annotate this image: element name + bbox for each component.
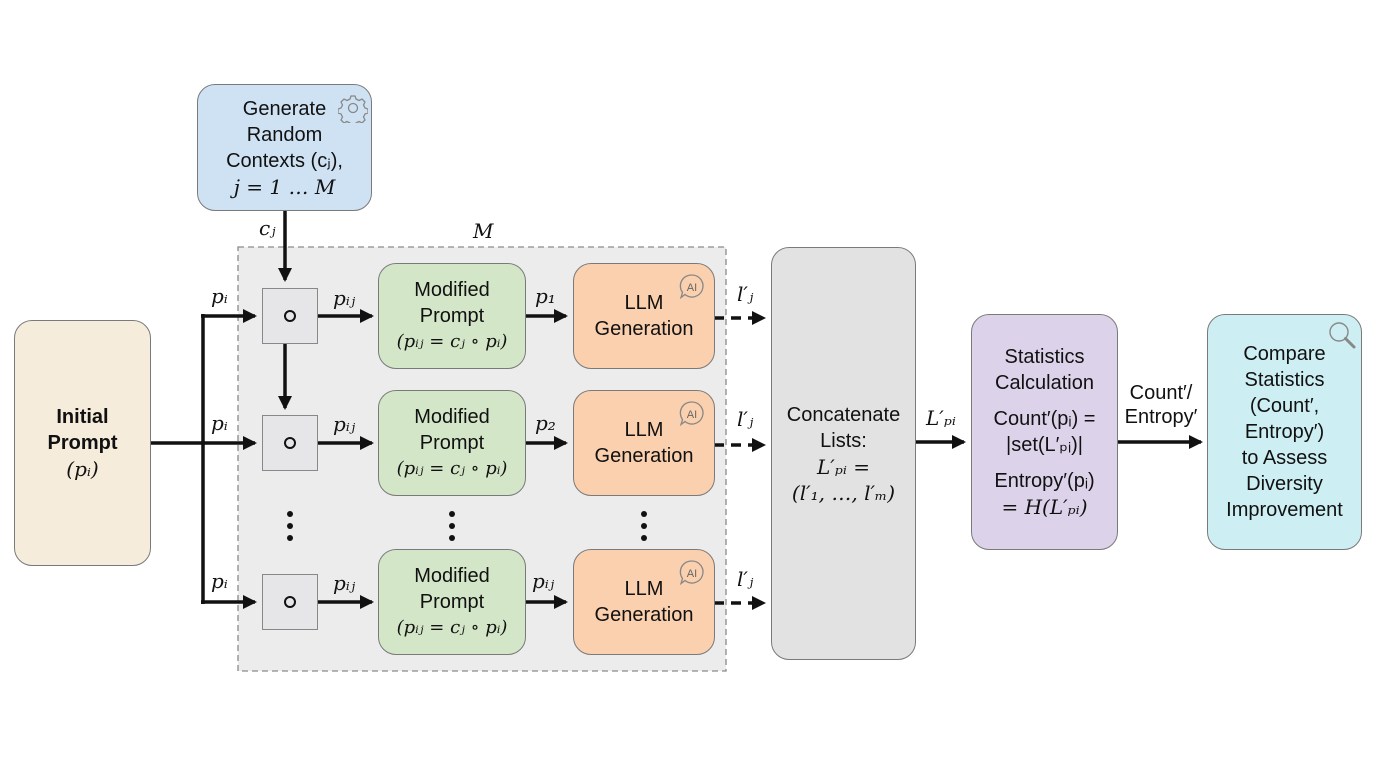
compare-line7: Improvement bbox=[1226, 499, 1343, 521]
llm3-line1: LLM bbox=[624, 578, 664, 600]
llm3-line2: Generation bbox=[594, 604, 694, 626]
compare-line3: (Count′, bbox=[1249, 395, 1320, 417]
ellipsis-llm bbox=[641, 511, 647, 547]
row2-llm-input-label: p₂ bbox=[535, 411, 556, 435]
context-label: cⱼ bbox=[259, 216, 276, 240]
generate-contexts-box: Generate Random Contexts (cⱼ), j = 1 … M bbox=[197, 84, 372, 211]
llm-generation-box-1: LLM Generation AI bbox=[573, 263, 715, 369]
row1-output-label: l′ⱼ bbox=[737, 282, 754, 306]
row3-llm-input-label: pᵢⱼ bbox=[532, 569, 555, 593]
generate-line1: Generate bbox=[242, 97, 327, 120]
modified3-line3: (pᵢⱼ = cⱼ ∘ pᵢ) bbox=[396, 617, 508, 638]
ai-icon-text: AI bbox=[687, 568, 697, 580]
compose-circle-icon bbox=[284, 310, 296, 322]
modified2-line2: Prompt bbox=[419, 432, 485, 454]
row3-output-label: l′ⱼ bbox=[737, 567, 754, 591]
stats-line6: = H(L′ₚᵢ) bbox=[1001, 495, 1088, 519]
compare-line5: to Assess bbox=[1241, 447, 1328, 469]
stats-line5: Entropy′(pᵢ) bbox=[994, 470, 1095, 492]
magnifier-icon bbox=[1329, 322, 1356, 349]
concat-output-label: L′ₚᵢ bbox=[926, 406, 956, 430]
statistics-calculation-box: Statistics Calculation Count′(pᵢ) = |set… bbox=[971, 314, 1118, 550]
stats-line3: Count′(pᵢ) = bbox=[993, 408, 1096, 430]
compose-operator-1 bbox=[262, 288, 318, 344]
compare-line2: Statistics bbox=[1244, 369, 1325, 391]
compare-line6: Diversity bbox=[1246, 473, 1323, 495]
compose-operator-3 bbox=[262, 574, 318, 630]
concat-line4: (l′₁, …, l′ₘ) bbox=[791, 480, 896, 505]
generate-line4: j = 1 … M bbox=[233, 174, 336, 199]
modified3-line2: Prompt bbox=[419, 591, 485, 613]
initial-line2: Prompt bbox=[47, 432, 118, 454]
modified3-line1: Modified bbox=[414, 565, 490, 587]
stats-output-label: Count′/ Entropy′ bbox=[1120, 381, 1202, 429]
row1-op-output-label: pᵢⱼ bbox=[333, 286, 356, 310]
compare-statistics-box: Compare Statistics (Count′, Entropy′) to… bbox=[1207, 314, 1362, 550]
gear-icon bbox=[338, 95, 368, 123]
row2-output-label: l′ⱼ bbox=[737, 407, 754, 431]
ai-icon-text: AI bbox=[687, 409, 697, 421]
compare-line1: Compare bbox=[1243, 343, 1326, 365]
concat-line1: Concatenate bbox=[786, 403, 901, 426]
row2-input-label: pᵢ bbox=[211, 411, 228, 435]
concatenate-lists-box: Concatenate Lists: L′ₚᵢ = (l′₁, …, l′ₘ) bbox=[771, 247, 916, 660]
row3-input-label: pᵢ bbox=[211, 569, 228, 593]
row1-llm-input-label: p₁ bbox=[535, 284, 556, 308]
concat-line3: L′ₚᵢ = bbox=[817, 454, 870, 479]
row3-op-output-label: pᵢⱼ bbox=[333, 571, 356, 595]
compose-operator-2 bbox=[262, 415, 318, 471]
modified1-line2: Prompt bbox=[419, 305, 485, 327]
row2-op-output-label: pᵢⱼ bbox=[333, 412, 356, 436]
llm-generation-box-3: LLM Generation AI bbox=[573, 549, 715, 655]
modified-prompt-box-1: Modified Prompt (pᵢⱼ = cⱼ ∘ pᵢ) bbox=[378, 263, 526, 369]
compare-line4: Entropy′) bbox=[1244, 421, 1325, 443]
llm1-line1: LLM bbox=[624, 292, 664, 314]
compose-circle-icon bbox=[284, 596, 296, 608]
ai-chat-icon: AI bbox=[679, 274, 704, 300]
stats-line4: |set(L′ₚᵢ)| bbox=[1006, 434, 1083, 456]
llm1-line2: Generation bbox=[594, 318, 694, 340]
ai-chat-icon: AI bbox=[679, 560, 704, 586]
ai-chat-icon: AI bbox=[679, 401, 704, 427]
generate-line3: Contexts (cⱼ), bbox=[226, 149, 343, 172]
loop-count-label: M bbox=[473, 219, 494, 243]
initial-line3: (pᵢ) bbox=[66, 457, 99, 481]
initial-line1: Initial bbox=[56, 406, 109, 428]
stats-output-line2: Entropy′ bbox=[1124, 406, 1198, 428]
generate-line2: Random bbox=[246, 123, 323, 146]
llm2-line1: LLM bbox=[624, 419, 664, 441]
ai-icon-text: AI bbox=[687, 282, 697, 294]
ellipsis-modified bbox=[449, 511, 455, 547]
modified1-line3: (pᵢⱼ = cⱼ ∘ pᵢ) bbox=[396, 331, 508, 352]
modified-prompt-box-2: Modified Prompt (pᵢⱼ = cⱼ ∘ pᵢ) bbox=[378, 390, 526, 496]
stats-line1: Statistics bbox=[1004, 346, 1085, 368]
ellipsis-ops bbox=[287, 511, 293, 547]
concat-line2: Lists: bbox=[820, 429, 867, 452]
stats-output-line1: Count′/ bbox=[1129, 382, 1193, 404]
modified-prompt-box-3: Modified Prompt (pᵢⱼ = cⱼ ∘ pᵢ) bbox=[378, 549, 526, 655]
modified2-line1: Modified bbox=[414, 406, 490, 428]
modified1-line1: Modified bbox=[414, 279, 490, 301]
initial-prompt-box: Initial Prompt (pᵢ) bbox=[14, 320, 151, 566]
llm-generation-box-2: LLM Generation AI bbox=[573, 390, 715, 496]
compose-circle-icon bbox=[284, 437, 296, 449]
llm2-line2: Generation bbox=[594, 445, 694, 467]
row1-input-label: pᵢ bbox=[211, 284, 228, 308]
modified2-line3: (pᵢⱼ = cⱼ ∘ pᵢ) bbox=[396, 458, 508, 479]
stats-line2: Calculation bbox=[995, 372, 1094, 394]
